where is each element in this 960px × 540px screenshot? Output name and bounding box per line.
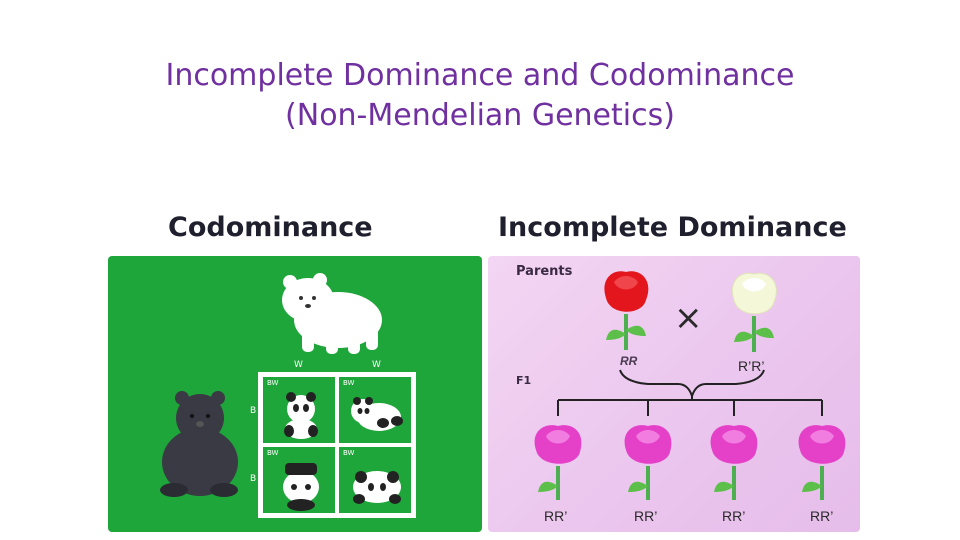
- punnett-cell: BW: [261, 445, 337, 515]
- panda-icon: [339, 447, 415, 517]
- punnett-cell: BW: [337, 375, 413, 445]
- slide-title: Incomplete Dominance and Codominance (No…: [80, 56, 880, 136]
- black-parent-allele-2: B: [250, 474, 256, 484]
- black-parent-allele-1: B: [250, 406, 256, 416]
- panda-icon: [339, 377, 415, 447]
- panda-icon: [263, 447, 339, 517]
- codominance-illustration: W W B B BW BW: [108, 256, 482, 532]
- incomplete-dominance-heading: Incomplete Dominance: [498, 212, 847, 243]
- incomplete-dominance-illustration: Parents F1 RR × R’R’: [488, 256, 860, 532]
- panda-icon: [263, 377, 339, 447]
- punnett-cell: BW: [261, 375, 337, 445]
- white-parent-allele-2: W: [372, 360, 381, 370]
- white-bear-image: [268, 264, 396, 364]
- black-bear-image: [148, 386, 244, 498]
- offspring-genotype-4: RR’: [810, 508, 833, 524]
- offspring-genotype-2: RR’: [634, 508, 657, 524]
- pink-flower-image: [526, 420, 590, 502]
- offspring-genotype-3: RR’: [722, 508, 745, 524]
- white-parent-allele-1: W: [294, 360, 303, 370]
- pink-flower-image: [616, 420, 680, 502]
- punnett-square: BW BW BW BW: [258, 372, 416, 518]
- codominance-heading: Codominance: [168, 212, 373, 243]
- pink-flower-image: [702, 420, 766, 502]
- offspring-genotype-1: RR’: [544, 508, 567, 524]
- punnett-cell: BW: [337, 445, 413, 515]
- title-line-1: Incomplete Dominance and Codominance: [80, 56, 880, 96]
- title-line-2: (Non-Mendelian Genetics): [80, 96, 880, 136]
- pink-flower-image: [790, 420, 854, 502]
